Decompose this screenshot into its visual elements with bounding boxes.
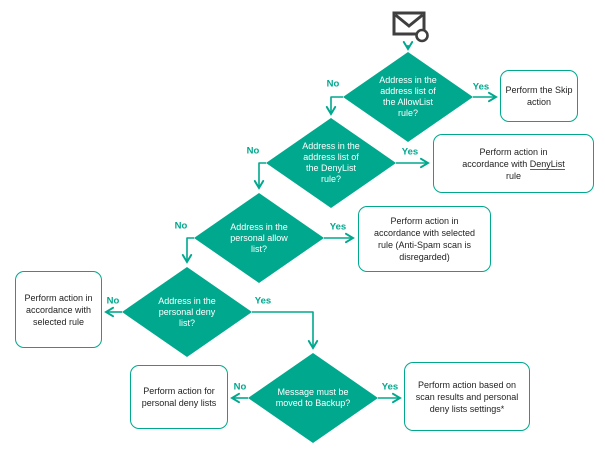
- action-scan-results-text: Perform action based on scan results and…: [415, 379, 519, 414]
- label-yes-backup: Yes: [381, 381, 399, 393]
- label-yes-personal-allow: Yes: [329, 221, 347, 233]
- decision-allowlist-text: Address in the address list of the Allow…: [379, 75, 437, 118]
- action-denylist-rule-text: Perform action in accordance with DenyLi…: [462, 146, 565, 181]
- label-no-personal-allow: No: [174, 220, 188, 232]
- label-no-backup: No: [233, 381, 247, 393]
- action-skip: Perform the Skip action: [500, 70, 578, 122]
- label-no-allowlist: No: [326, 78, 340, 90]
- decision-personal-allow-text: Address in the personal allow list?: [230, 221, 288, 254]
- label-no-denylist: No: [246, 145, 260, 157]
- action-selected-rule-antispam-text: Perform action in accordance with select…: [373, 216, 476, 262]
- action-denylist-rule: Perform action in accordance with DenyLi…: [433, 134, 594, 193]
- action-personal-deny-lists-text: Perform action for personal deny lists: [141, 386, 217, 408]
- denylist-underlined-word: DenyList: [529, 158, 565, 170]
- label-yes-personal-deny: Yes: [254, 295, 272, 307]
- decision-denylist-text: Address in the address list of the DenyL…: [302, 141, 360, 184]
- label-yes-allowlist: Yes: [472, 81, 490, 93]
- message-icon: [392, 11, 429, 43]
- decision-personal-deny-text: Address in the personal deny list?: [158, 295, 216, 328]
- action-personal-deny-lists: Perform action for personal deny lists: [130, 365, 228, 429]
- decision-backup-text: Message must be moved to Backup?: [275, 387, 351, 408]
- action-scan-results: Perform action based on scan results and…: [404, 362, 530, 431]
- action-skip-text: Perform the Skip action: [505, 85, 573, 107]
- action-selected-rule-antispam: Perform action in accordance with select…: [358, 206, 491, 272]
- action-selected-rule: Perform action in accordance with select…: [15, 271, 102, 348]
- action-selected-rule-text: Perform action in accordance with select…: [24, 292, 93, 327]
- label-yes-denylist: Yes: [401, 146, 419, 158]
- label-no-personal-deny: No: [106, 295, 120, 307]
